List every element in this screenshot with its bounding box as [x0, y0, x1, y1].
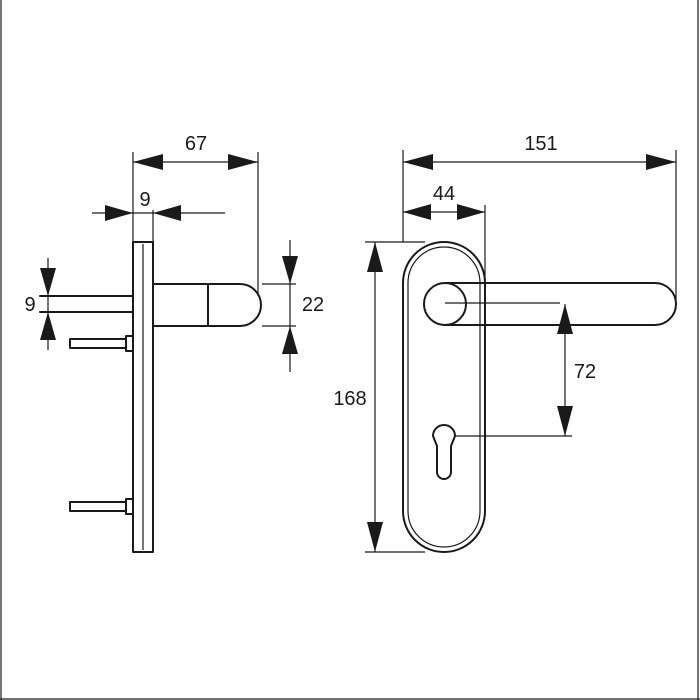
dim-plate-height: 168: [333, 241, 425, 553]
arrow-9-right: [153, 205, 181, 221]
arrow-72-top: [557, 304, 573, 334]
dim-lever-diameter: 22: [262, 240, 324, 372]
dim-label-9-top: 9: [139, 189, 150, 211]
dim-label-151: 151: [524, 133, 557, 155]
dim-label-72: 72: [574, 361, 596, 383]
dim-spindle-square: 9: [24, 258, 56, 350]
arrow-9-spindle-top: [40, 268, 56, 296]
dim-rose-thickness: 9: [92, 189, 225, 242]
side-view: [39, 241, 262, 553]
arrow-22-bottom: [282, 326, 298, 354]
arrow-151-right: [646, 154, 676, 170]
upper-screw-head: [125, 335, 134, 352]
dim-side-depth: 67: [132, 133, 259, 296]
arrow-168-bottom: [367, 522, 383, 552]
lever-rose: [423, 282, 467, 326]
upper-screw: [69, 338, 127, 349]
side-back-plate: [132, 241, 154, 553]
front-view: [402, 241, 677, 553]
arrow-9-spindle-bottom: [40, 312, 56, 340]
cylinder-keyhole: [432, 424, 456, 480]
arrow-67-right: [228, 154, 258, 170]
lower-screw-head: [125, 498, 134, 515]
dim-total-length: 151: [402, 133, 677, 304]
dim-label-22: 22: [302, 294, 324, 316]
arrow-72-bottom: [557, 406, 573, 436]
arrow-44-left: [403, 204, 431, 220]
lower-screw: [69, 501, 127, 512]
arrow-44-right: [457, 204, 485, 220]
arrow-67-left: [133, 154, 163, 170]
dim-center-distance: 72: [557, 304, 596, 436]
dim-label-67: 67: [185, 133, 207, 155]
dim-label-9-left: 9: [24, 294, 35, 316]
front-back-plate: [402, 241, 486, 553]
arrow-22-top: [282, 256, 298, 284]
dim-plate-width: 44: [403, 183, 486, 282]
front-plate-inner-edge: [407, 246, 481, 548]
dim-label-168: 168: [333, 388, 366, 410]
arrow-151-left: [403, 154, 433, 170]
side-lever-profile: [152, 283, 262, 327]
arrow-168-top: [367, 242, 383, 272]
arrow-9-left: [105, 205, 133, 221]
dim-label-44: 44: [433, 183, 455, 205]
